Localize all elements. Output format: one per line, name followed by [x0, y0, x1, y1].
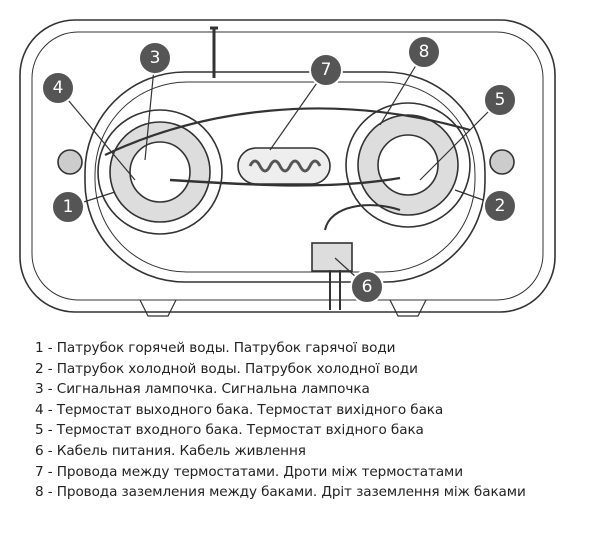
power-terminal — [311, 242, 353, 272]
inner-panel — [84, 71, 486, 283]
legend-item: 2 - Патрубок холодной воды. Патрубок хол… — [35, 360, 418, 377]
legend-item: 6 - Кабель питания. Кабель живлення — [35, 442, 306, 459]
callout-6: 6 — [350, 270, 384, 304]
right-flange — [345, 102, 471, 228]
callout-number: 3 — [150, 48, 161, 68]
callout-number: 4 — [53, 78, 64, 98]
callout-number: 5 — [495, 90, 506, 110]
callout-1: 1 — [51, 190, 85, 224]
legend-item: 7 - Провода между термостатами. Дроти мі… — [35, 463, 463, 480]
heater-housing — [19, 19, 556, 313]
hot-water-outlet — [57, 149, 83, 175]
left-flange — [97, 109, 223, 235]
callout-number: 8 — [419, 42, 430, 62]
legend-item: 5 - Термостат входного бака. Термостат в… — [35, 422, 424, 439]
callout-7: 7 — [309, 53, 343, 87]
legend: 1 - Патрубок горячей воды. Патрубок гаря… — [35, 338, 526, 503]
legend-item: 3 - Сигнальная лампочка. Сигнальна лампо… — [35, 381, 370, 398]
water-heater-wiring-diagram: 1 2 3 4 5 6 7 8 — [19, 19, 556, 317]
callout-4: 4 — [41, 71, 75, 105]
callout-number: 1 — [63, 197, 74, 217]
callout-number: 7 — [321, 60, 332, 80]
callout-number: 2 — [495, 196, 506, 216]
legend-item: 4 - Термостат выходного бака. Термостат … — [35, 401, 444, 418]
callout-3: 3 — [138, 41, 172, 75]
legend-item: 8 - Провода заземления между баками. Дрі… — [35, 484, 526, 501]
callout-8: 8 — [407, 35, 441, 69]
callout-number: 6 — [362, 277, 373, 297]
legend-item: 1 - Патрубок горячей воды. Патрубок гаря… — [35, 340, 396, 356]
callout-2: 2 — [483, 189, 517, 223]
cold-water-inlet — [489, 149, 515, 175]
heating-element-slot — [237, 147, 331, 185]
callout-5: 5 — [483, 83, 517, 117]
